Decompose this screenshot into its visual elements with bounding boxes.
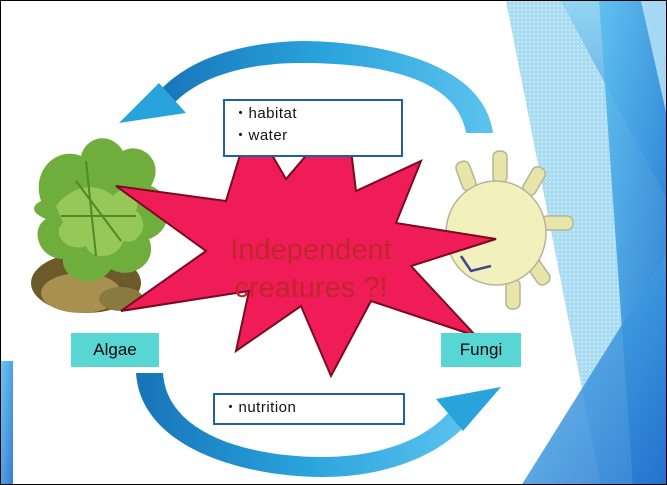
center-statement: Independent creatures ?! <box>201 231 421 307</box>
bottom-textbox: ・nutrition <box>213 393 405 425</box>
center-text-line1: Independent <box>201 231 421 269</box>
top-item-water: ・water <box>233 125 393 147</box>
center-text-line2: creatures ?! <box>201 269 421 307</box>
top-item-habitat: ・habitat <box>233 103 393 125</box>
top-textbox: ・habitat ・water <box>223 99 403 157</box>
algae-label: Algae <box>71 333 159 367</box>
bottom-item-nutrition: ・nutrition <box>223 397 395 419</box>
fungi-label: Fungi <box>441 333 521 367</box>
